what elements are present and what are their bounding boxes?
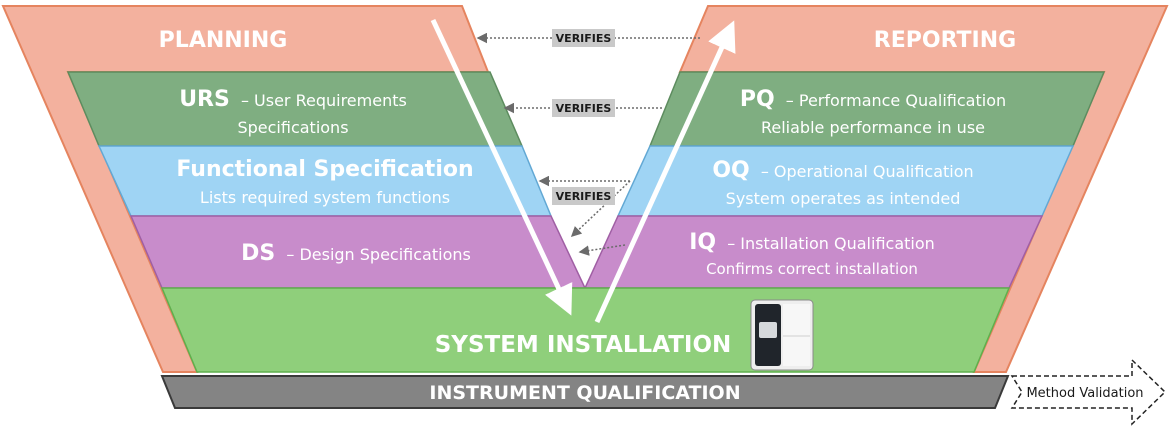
qualification-label: INSTRUMENT QUALIFICATION <box>429 382 740 404</box>
oq-desc-line2: System operates as intended <box>726 189 961 208</box>
reporting-label: REPORTING <box>874 28 1016 53</box>
oq-abbr: OQ <box>712 158 749 183</box>
iq-desc-line2: Confirms correct installation <box>706 260 918 278</box>
urs-line: URS – User Requirements <box>179 87 407 112</box>
installation-band <box>160 287 1011 373</box>
oq-line: OQ – Operational Qualification <box>712 158 973 183</box>
method-validation-label: Method Validation <box>1026 386 1143 401</box>
verify-arrow-5 <box>578 244 626 256</box>
qualification-bar <box>160 375 1010 409</box>
verifies-label-1: VERIFIES <box>556 32 612 45</box>
ds-abbr: DS <box>241 241 275 266</box>
urs-desc: – User Requirements <box>241 91 407 110</box>
urs-abbr: URS <box>179 87 230 112</box>
planning-label: PLANNING <box>159 28 288 53</box>
urs-desc-line2: Specifications <box>237 118 348 137</box>
ds-desc: – Design Specifications <box>286 245 470 264</box>
installation-label: SYSTEM INSTALLATION <box>435 332 732 358</box>
down-arrow-icon <box>430 18 573 316</box>
verifies-box-1 <box>552 29 615 47</box>
pq-line: PQ – Performance Qualification <box>740 87 1006 112</box>
pq-desc: – Performance Qualification <box>786 91 1006 110</box>
pq-abbr: PQ <box>740 87 775 112</box>
pq-desc-line2: Reliable performance in use <box>761 118 985 137</box>
verifies-box-3 <box>552 187 615 205</box>
verifies-label-3: VERIFIES <box>556 190 612 203</box>
iq-line: IQ – Installation Qualification <box>689 230 935 255</box>
ds-line: DS – Design Specifications <box>241 241 471 266</box>
fs-desc: Lists required system functions <box>200 188 450 207</box>
method-validation-arrow <box>1010 358 1167 426</box>
verify-arrow-4 <box>570 180 631 238</box>
fs-title: Functional Specification <box>176 157 473 182</box>
verifies-box-2 <box>552 99 615 117</box>
iq-abbr: IQ <box>689 230 716 255</box>
iq-desc: – Installation Qualification <box>727 234 935 253</box>
up-arrow-icon <box>594 20 736 324</box>
verifies-label-2: VERIFIES <box>556 102 612 115</box>
instrument-icon <box>750 299 814 371</box>
oq-desc: – Operational Qualification <box>761 162 974 181</box>
